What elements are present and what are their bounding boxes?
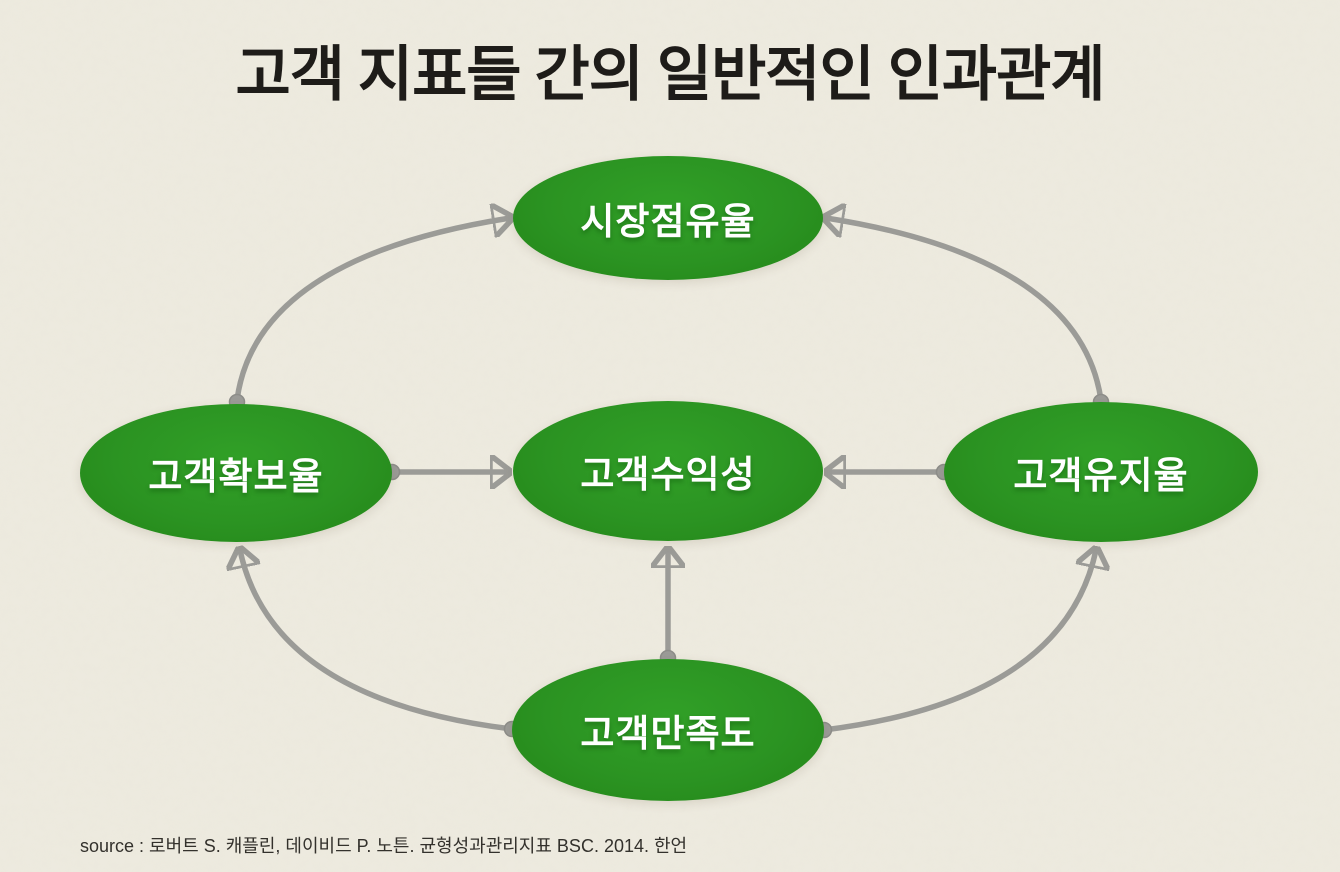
node-label: 고객확보율 [148, 456, 324, 497]
node-label: 고객수익성 [580, 454, 756, 495]
node-customer-satisfaction: 고객만족도 [512, 659, 824, 801]
node-label: 고객만족도 [580, 713, 756, 754]
edge-satisfaction-to-retention [821, 550, 1096, 733]
source-caption: source : 로버트 S. 캐플린, 데이비드 P. 노튼. 균형성과관리지… [80, 836, 688, 856]
edge-retention-to-market-share [826, 218, 1104, 403]
page-title: 고객 지표들 간의 일반적인 인과관계 [235, 42, 1106, 108]
node-label: 시장점유율 [580, 201, 756, 242]
node-market-share: 시장점유율 [513, 156, 823, 280]
edge-satisfaction-to-acquisition [240, 550, 515, 732]
node-customer-acquisition: 고객확보율 [80, 404, 392, 542]
node-customer-profitability: 고객수익성 [513, 401, 823, 541]
edge-acquisition-to-market-share [234, 218, 510, 403]
node-label: 고객유지율 [1013, 455, 1189, 496]
node-customer-retention: 고객유지율 [944, 402, 1258, 542]
